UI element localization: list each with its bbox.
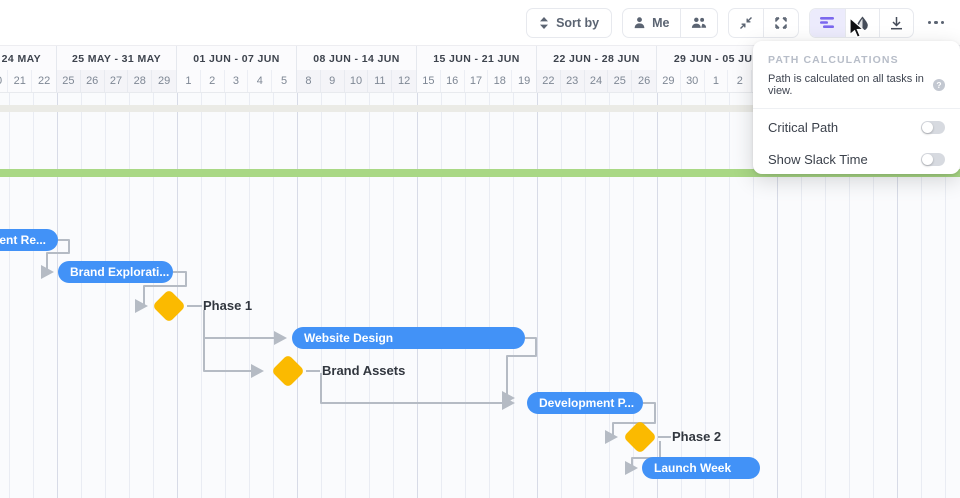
expand-icon <box>774 16 787 29</box>
me-filter-button[interactable]: Me <box>623 8 681 37</box>
week-label: 15 JUN - 21 JUN <box>433 53 520 65</box>
day-cell: 10 <box>345 70 369 92</box>
row-separator-band <box>0 105 960 112</box>
assignee-filter-group: Me <box>622 7 718 38</box>
day-cell: 1 <box>177 70 201 92</box>
day-cell: 20 <box>0 70 9 92</box>
droplet-icon <box>856 16 868 30</box>
expand-button[interactable] <box>764 9 798 37</box>
sort-by-button[interactable]: Sort by <box>526 7 613 38</box>
people-icon <box>691 17 706 28</box>
day-cell: 9 <box>321 70 345 92</box>
critical-path-row: Critical Path <box>768 111 945 143</box>
week-column: 18 MAY - 24 MAY1819202122 <box>0 46 57 92</box>
week-label: 22 JUN - 28 JUN <box>553 53 640 65</box>
day-cell: 29 <box>157 75 171 87</box>
show-slack-time-toggle[interactable] <box>921 152 945 166</box>
week-label: 25 MAY - 31 MAY <box>71 53 162 65</box>
zoom-group <box>727 7 799 38</box>
day-cell: 11 <box>368 70 393 92</box>
collapse-icon <box>739 16 752 29</box>
milestone-label-phase-2: Phase 2 <box>672 429 722 444</box>
view-options-group <box>808 7 914 38</box>
person-icon <box>634 17 645 29</box>
sort-icon <box>540 16 549 29</box>
week-label: 01 JUN - 07 JUN <box>193 53 280 65</box>
day-cell: 25 <box>608 70 633 92</box>
path-calculations-panel: PATH CALCULATIONS Path is calculated on … <box>753 41 960 174</box>
critical-path-label: Critical Path <box>768 119 839 135</box>
show-slack-time-label: Show Slack Time <box>768 151 868 167</box>
task-bar-ent-re[interactable]: ent Re... <box>0 229 58 251</box>
day-cell: 3 <box>225 70 249 92</box>
day-cell: 8 <box>297 70 321 92</box>
day-cell: 30 <box>681 70 705 92</box>
task-bar-brand-explorati[interactable]: Brand Explorati... <box>58 261 173 283</box>
day-cell: 16 <box>441 70 465 92</box>
sort-by-label: Sort by <box>556 15 600 30</box>
day-cell: 24 <box>585 70 609 92</box>
export-button[interactable] <box>880 9 913 37</box>
panel-title: PATH CALCULATIONS <box>768 54 899 66</box>
panel-divider <box>753 108 960 109</box>
week-label: 08 JUN - 14 JUN <box>313 53 400 65</box>
more-options-button[interactable] <box>924 20 949 25</box>
week-label: 29 JUN - 05 JUL <box>673 53 760 65</box>
day-cell: 26 <box>81 70 105 92</box>
day-cell: 28 <box>128 70 153 92</box>
task-bar-launch-week[interactable]: Launch Week <box>642 457 760 479</box>
critical-path-toggle[interactable] <box>921 120 945 134</box>
day-cell: 19 <box>517 75 531 87</box>
day-cell: 22 <box>537 70 561 92</box>
task-bar-development-p[interactable]: Development P... <box>527 392 643 414</box>
day-cell: 4 <box>248 70 273 92</box>
toolbar: Sort by Me <box>0 0 960 46</box>
day-cell: 22 <box>37 75 51 87</box>
day-cell: 12 <box>397 75 411 87</box>
color-button[interactable] <box>846 8 880 37</box>
day-cell: 17 <box>465 70 489 92</box>
help-icon[interactable]: ? <box>933 79 945 91</box>
day-cell: 1 <box>705 70 729 92</box>
me-filter-label: Me <box>652 15 670 30</box>
day-cell: 21 <box>8 70 33 92</box>
day-cell: 23 <box>561 70 585 92</box>
collapse-button[interactable] <box>729 8 764 37</box>
milestone-label-phase-1: Phase 1 <box>203 298 253 313</box>
show-slack-time-row: Show Slack Time <box>768 143 945 175</box>
day-cell: 26 <box>637 75 651 87</box>
day-cell: 29 <box>657 70 681 92</box>
milestone-label-brand-assets: Brand Assets <box>322 363 406 378</box>
day-cell: 5 <box>281 75 288 87</box>
week-label: 18 MAY - 24 MAY <box>0 53 42 65</box>
day-cell: 15 <box>417 70 441 92</box>
day-cell: 27 <box>105 70 129 92</box>
path-calculations-icon <box>819 17 834 28</box>
day-cell: 25 <box>57 70 81 92</box>
path-calculations-button[interactable] <box>809 8 846 37</box>
project-summary-bar[interactable] <box>0 169 960 177</box>
download-icon <box>890 16 902 29</box>
day-cell: 2 <box>201 70 225 92</box>
panel-description: Path is calculated on all tasks in view.… <box>768 73 945 97</box>
day-cell: 2 <box>728 70 753 92</box>
day-cell: 18 <box>488 70 513 92</box>
assignees-button[interactable] <box>681 9 717 37</box>
task-bar-website-design[interactable]: Website Design <box>292 327 525 349</box>
